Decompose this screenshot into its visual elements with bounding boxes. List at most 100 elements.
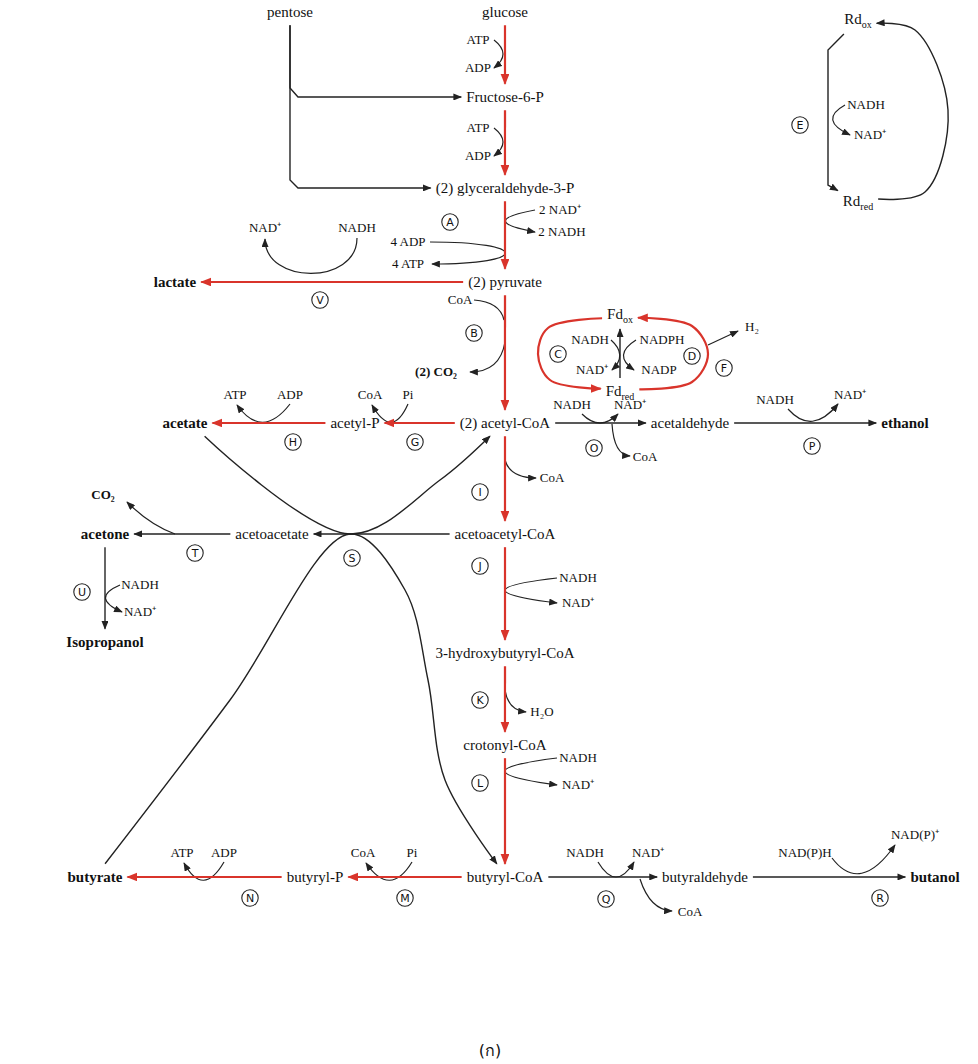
node-text: O (590, 443, 599, 454)
label-text: CoA (448, 292, 473, 307)
node-text: butyraldehyde (662, 869, 748, 885)
node-text: acetaldehyde (651, 415, 729, 431)
cofactor-label: ATP (466, 33, 489, 47)
enzyme-circle: J (471, 557, 489, 575)
end-product: butanol (908, 867, 961, 887)
cofactor-label: 4 ATP (392, 257, 424, 271)
node-text: Rd (844, 11, 862, 27)
cofactor-label: CoA (633, 450, 658, 464)
enzyme-ring-outline (804, 438, 820, 454)
node-text: butyryl-CoA (467, 869, 544, 885)
figure-caption: (ก) (479, 1038, 501, 1063)
cofactor-arrow (505, 690, 526, 712)
pathway-arrow (205, 436, 490, 534)
node-text: Q (602, 894, 611, 905)
cofactor-label: ATP (170, 846, 193, 860)
enzyme-ring-outline (442, 214, 458, 230)
cofactor-arrow (105, 585, 122, 612)
pathway-arrow (504, 295, 506, 410)
pathway-arrow (548, 876, 657, 877)
cofactor-label: 4 ADP (390, 235, 425, 249)
metabolite-name: crotonyl-CoA (461, 735, 548, 755)
label-text: (2) CO₂ (415, 364, 457, 379)
node-text: glucose (482, 4, 528, 20)
metabolite-name: butyryl-CoA (465, 867, 546, 887)
cofactor-label: NAD(P)⁺ (891, 828, 939, 842)
cofactor-arrow (598, 862, 634, 877)
node-text: acetyl-P (330, 415, 379, 431)
label-text: H₂ (745, 319, 759, 334)
label-text: NAD⁺ (854, 127, 886, 142)
cofactor-label: NADH (338, 221, 376, 235)
node-text: K (476, 695, 483, 706)
label-text: NADPH (640, 332, 685, 347)
cofactor-arrow (788, 404, 838, 421)
enzyme-circle: H (284, 433, 302, 451)
cofactor-arrow (505, 578, 557, 603)
cofactor-label: NAD⁺ (562, 596, 594, 610)
label-text: NAD⁺ (834, 387, 866, 402)
enzyme-circle: S (343, 549, 361, 567)
label-text: NADH (338, 220, 376, 235)
enzyme-ring-outline (472, 775, 488, 791)
enzyme-circle: B (465, 324, 483, 342)
pathway-arrow (104, 547, 105, 629)
enzyme-ring-outline (407, 434, 423, 450)
node-text: (2) pyruvate (468, 274, 542, 290)
node-text: lactate (154, 274, 196, 290)
label-text: 2 NADH (538, 224, 585, 239)
pathway-arrow (504, 110, 506, 175)
pathway-arrow (555, 422, 646, 423)
metabolite-name: (2) acetyl-CoA (458, 413, 552, 433)
label-text: NADH (756, 392, 794, 407)
pathway-arrow (504, 758, 506, 864)
pathway-arrow (504, 666, 506, 732)
label-text: 2 NAD⁺ (539, 202, 581, 217)
label-text: NADH (847, 97, 885, 112)
pathway-arrow (828, 34, 844, 190)
label-text: NADH (566, 845, 604, 860)
enzyme-ring-outline (472, 484, 488, 500)
enzyme-ring-outline (792, 117, 808, 133)
cofactor-arrow (474, 300, 504, 320)
enzyme-circle: V (311, 291, 329, 309)
cofactor-label: NAD⁺ (632, 846, 664, 860)
node-text: F (721, 363, 727, 374)
node-text: N (246, 893, 254, 904)
pathway-arrow (504, 25, 506, 84)
node-text: Isopropanol (66, 634, 143, 650)
enzyme-circle: U (73, 583, 91, 601)
label-text: ADP (465, 60, 491, 75)
cofactor-label: NAD⁺ (124, 605, 156, 619)
cofactor-label: ADP (465, 61, 491, 75)
metabolite-name: acetyl-P (328, 413, 381, 433)
cofactor-label: H₂O (530, 705, 553, 719)
node-text: S (349, 553, 356, 564)
cofactor-label: NADH (566, 846, 604, 860)
cofactor-arrow (612, 424, 630, 456)
enzyme-ring-outline (550, 346, 566, 362)
pathway-arrow (638, 318, 708, 390)
cofactor-arrows (105, 40, 895, 911)
pathway-arrow (105, 534, 497, 864)
enzyme-ring-outline (74, 584, 90, 600)
node-text: V (316, 295, 324, 306)
pathway-arrow (385, 422, 455, 424)
enzyme-circle: E (791, 116, 809, 134)
enzyme-circle: L (471, 774, 489, 792)
label-text: H₂O (530, 704, 553, 719)
label-text: ADP (465, 148, 491, 163)
cofactor-label: NADP (641, 363, 676, 377)
cofactor-arrow (237, 404, 290, 422)
end-product: ethanol (879, 413, 931, 433)
cofactor-label: ADP (465, 149, 491, 163)
node-text: butyrate (68, 869, 123, 885)
node-text: (2) glyceraldehyde-3-P (436, 180, 575, 196)
pathway-arrow (128, 876, 282, 878)
enzyme-ring-outline (466, 325, 482, 341)
end-product: acetone (79, 524, 131, 544)
enzyme-circle: D (683, 347, 701, 365)
metabolite-name: acetaldehyde (649, 413, 731, 433)
label-text: ATP (170, 845, 193, 860)
node-text: I (478, 487, 481, 498)
